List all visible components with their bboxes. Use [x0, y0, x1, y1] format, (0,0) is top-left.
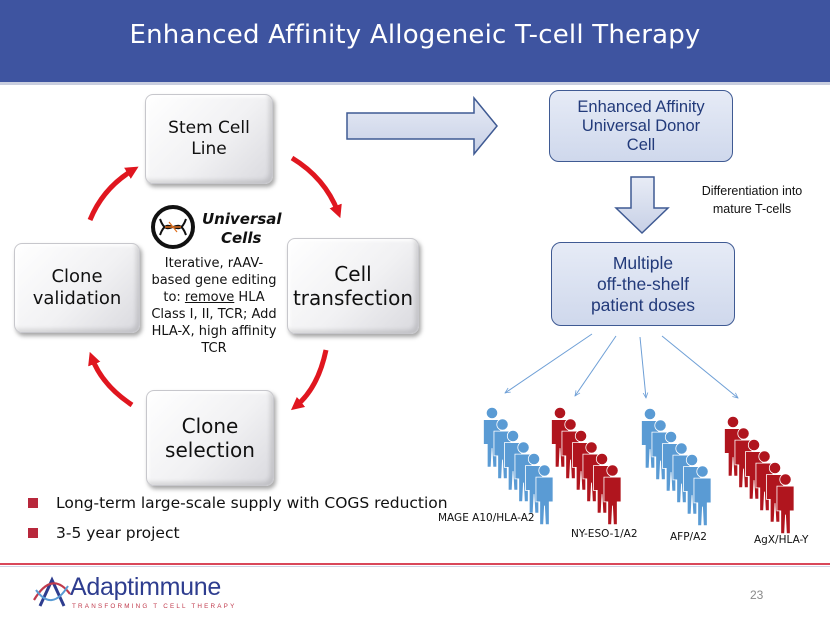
uc-logo-line2: Cells [221, 229, 261, 247]
group-label-nyeso: NY-ESO-1/A2 [571, 528, 638, 540]
uc-desc-part2: HLA Class I, II, TCR; Add HLA-X, high af… [151, 290, 277, 356]
bullet-square-icon [28, 528, 38, 538]
bullet-item: 3-5 year project [28, 518, 448, 548]
clone-validation-card: Clone validation [14, 243, 140, 333]
footer-divider [0, 563, 830, 565]
dose-arrow-agx [661, 335, 738, 398]
group-label-mage: MAGE A10/HLA-A2 [438, 512, 535, 524]
stem-cell-line-label: Stem Cell Line [168, 118, 250, 159]
dose-arrow-mage [505, 333, 593, 393]
universal-cells-logo: Universal Cells [151, 205, 282, 249]
brand-tagline: TRANSFORMING T CELL THERAPY [72, 603, 237, 610]
dose-arrow-afp [639, 336, 646, 398]
uc-logo-line1: Universal [202, 210, 282, 228]
differentiation-label: Differentiation into mature T-cells [701, 184, 803, 216]
bullet-text: 3-5 year project [56, 524, 180, 542]
slide-header: Enhanced Affinity Allogeneic T-cell Ther… [0, 0, 830, 82]
universal-donor-cell-box: Enhanced Affinity Universal Donor Cell [549, 90, 733, 162]
adaptimmune-logo-mark [33, 576, 71, 607]
person-icon [693, 465, 712, 527]
patient-groups [483, 406, 795, 535]
bullet-item: Long-term large-scale supply with COGS r… [28, 488, 448, 518]
uc-desc-underlined: remove [184, 290, 235, 305]
group-label-afp: AFP/A2 [670, 531, 707, 543]
uc-desc-part1: Iterative, rAAV-based gene editing to: [151, 256, 277, 305]
group-label-agx: AgX/HLA-Y [754, 534, 809, 546]
cycle-arrow-selection-to-validation [88, 351, 134, 408]
cell-transfection-card: Cell transfection [287, 238, 419, 334]
universal-donor-cell-label: Enhanced Affinity Universal Donor Cell [577, 97, 705, 154]
person-icon [535, 464, 554, 526]
bullet-text: Long-term large-scale supply with COGS r… [56, 494, 448, 512]
bullet-list: Long-term large-scale supply with COGS r… [28, 488, 448, 548]
footer-divider-secondary [0, 566, 830, 567]
cycle-arrow-validation-to-stem [87, 166, 139, 221]
brand-name: Adaptimmune [70, 573, 221, 601]
person-icon [603, 464, 622, 526]
patient-doses-box: Multiple off-the-shelf patient doses [551, 242, 735, 326]
patient-doses-label: Multiple off-the-shelf patient doses [590, 252, 696, 315]
page-number: 23 [750, 588, 764, 602]
header-divider [0, 82, 830, 85]
arrow-to-patient-doses [614, 176, 670, 235]
bullet-square-icon [28, 498, 38, 508]
clone-selection-card: Clone selection [146, 390, 274, 486]
arrow-to-universal-donor [346, 95, 498, 157]
person-icon [776, 473, 795, 535]
cell-transfection-label: Cell transfection [292, 261, 414, 310]
universal-cells-description: Iterative, rAAV-based gene editing to: r… [146, 255, 282, 357]
cycle-arrow-transfection-to-selection [290, 349, 329, 411]
adaptimmune-logo: Adaptimmune TRANSFORMING T CELL THERAPY [28, 572, 238, 616]
cycle-arrow-stem-to-transfection [290, 155, 342, 219]
clone-selection-label: Clone selection [165, 413, 255, 462]
dose-arrow-nyeso [575, 335, 617, 396]
stem-cell-line-card: Stem Cell Line [145, 94, 273, 184]
clone-validation-label: Clone validation [32, 266, 122, 309]
slide-title: Enhanced Affinity Allogeneic T-cell Ther… [129, 20, 701, 50]
